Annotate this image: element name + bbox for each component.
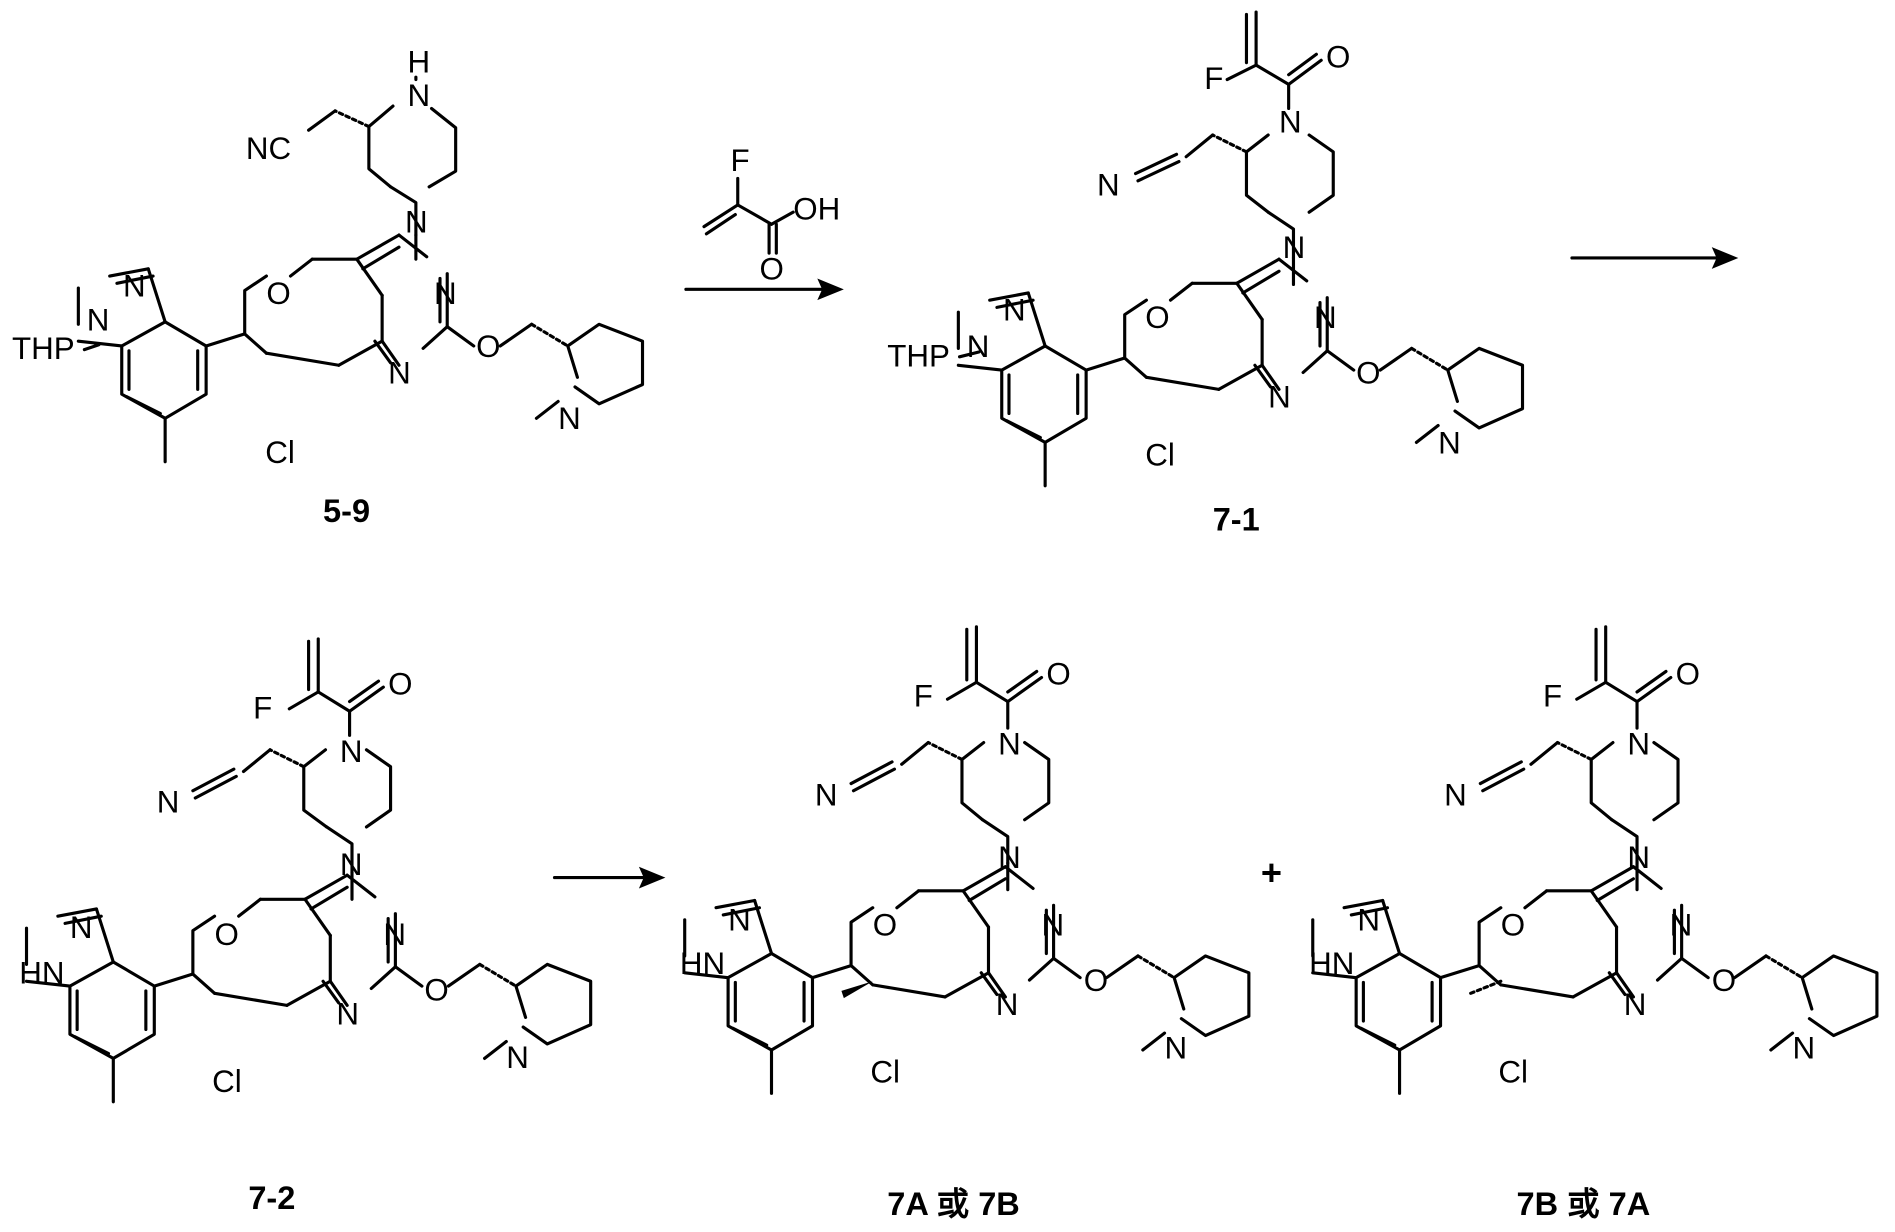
pyrrolidine-n-label: N: [1164, 1030, 1187, 1065]
chloro-label: Cl: [212, 1064, 242, 1099]
pyrimidine-n1-label: N: [434, 276, 457, 311]
compound-7b-or-7a: N F O N N O N N O N Cl N HN 7B 或 7A: [1309, 627, 1877, 1222]
piperazine-n-label: N: [405, 205, 428, 240]
nitrile-label: NC: [246, 131, 291, 166]
piperazine-n-label: N: [1627, 840, 1650, 875]
reagent-2-fluoroacrylic-acid: F OH O: [704, 143, 840, 286]
pyran-o-label: O: [215, 917, 239, 952]
amide-n-label: N: [998, 727, 1021, 762]
fluoro-label: F: [1543, 678, 1562, 713]
indazole-n2-label: N: [1003, 293, 1026, 328]
indazole-n2-label: N: [70, 910, 93, 945]
ether-o-label: O: [476, 329, 500, 364]
indazole-n2-label: N: [123, 269, 146, 304]
nh-n-label: N: [407, 78, 430, 113]
nitrile-n-label: N: [157, 784, 180, 819]
indazole-n1-label: N: [967, 329, 990, 364]
pyrimidine-n1-label: N: [1314, 300, 1337, 335]
reagent-o-label: O: [759, 252, 783, 287]
pyrimidine-n2-label: N: [1268, 379, 1291, 414]
pyrrolidine-n-label: N: [506, 1040, 529, 1075]
indazole-nh-label: HN: [1309, 946, 1354, 981]
ether-o-label: O: [1356, 355, 1380, 390]
nitrile-n-label: N: [815, 777, 838, 812]
piperazine-n-label: N: [340, 847, 363, 882]
indazole-nh-label: HN: [19, 956, 64, 991]
ether-o-label: O: [1712, 963, 1736, 998]
compound-label-5-9: 5-9: [323, 493, 370, 529]
pyrimidine-n2-label: N: [996, 987, 1019, 1022]
chloro-label: Cl: [870, 1055, 900, 1090]
compound-7-1: N F O N N O N N O N Cl N N THP 7-1: [887, 12, 1522, 537]
pyrrolidine-n-label: N: [1438, 425, 1461, 460]
chloro-label: Cl: [265, 435, 295, 470]
carbonyl-o-label: O: [388, 666, 412, 701]
compound-7a-or-7b: N F O N N O N N O N Cl N HN 7A 或 7B: [680, 627, 1249, 1222]
chloro-label: Cl: [1498, 1055, 1528, 1090]
indazole-n2-label: N: [728, 903, 751, 938]
reaction-arrow-3: [555, 867, 666, 889]
piperazine-n-label: N: [1283, 230, 1306, 265]
pyran-o-label: O: [266, 276, 290, 311]
fluoro-label: F: [253, 690, 272, 725]
pyrimidine-n2-label: N: [1624, 987, 1647, 1022]
ether-o-label: O: [1084, 963, 1108, 998]
amide-n-label: N: [1627, 727, 1650, 762]
pyran-o-label: O: [1145, 300, 1169, 335]
pyran-o-label: O: [873, 907, 897, 942]
reaction-arrow-2: [1572, 247, 1738, 269]
ether-o-label: O: [424, 973, 448, 1008]
thp-label: THP: [12, 331, 75, 366]
reagent-f-label: F: [731, 143, 750, 178]
nitrile-n-label: N: [1097, 167, 1120, 202]
carbonyl-o-label: O: [1326, 40, 1350, 75]
compound-label-7b-or-7a: 7B 或 7A: [1516, 1186, 1650, 1222]
nitrile-n-label: N: [1444, 777, 1467, 812]
pyrimidine-n2-label: N: [336, 997, 359, 1032]
compound-5-9: NC N H N O N N O N Cl N N THP 5-9: [12, 44, 642, 529]
indazole-n1-label: N: [87, 302, 110, 337]
pyran-o-label: O: [1501, 907, 1525, 942]
reagent-oh-label: OH: [793, 191, 840, 226]
indazole-n2-label: N: [1357, 903, 1380, 938]
pyrrolidine-n-label: N: [558, 401, 581, 436]
fluoro-label: F: [1204, 61, 1223, 96]
thp-label: THP: [887, 338, 950, 373]
compound-7-2: N F O N N O N N O N Cl N HN 7-2: [19, 639, 590, 1216]
pyrimidine-n1-label: N: [1670, 907, 1693, 942]
fluoro-label: F: [914, 678, 933, 713]
pyrimidine-n2-label: N: [388, 355, 411, 390]
piperazine-n-label: N: [998, 840, 1021, 875]
compound-label-7-2: 7-2: [248, 1180, 295, 1216]
pyrimidine-n1-label: N: [383, 917, 406, 952]
pyrrolidine-n-label: N: [1793, 1030, 1816, 1065]
compound-label-7a-or-7b: 7A 或 7B: [887, 1186, 1020, 1222]
indazole-nh-label: HN: [680, 946, 725, 981]
nh-h-label: H: [407, 44, 430, 79]
amide-n-label: N: [1279, 105, 1302, 140]
carbonyl-o-label: O: [1676, 657, 1700, 692]
compound-label-7-1: 7-1: [1213, 501, 1260, 537]
pyrimidine-n1-label: N: [1042, 907, 1065, 942]
plus-sign: +: [1261, 852, 1282, 893]
chloro-label: Cl: [1145, 437, 1175, 472]
amide-n-label: N: [340, 734, 363, 769]
carbonyl-o-label: O: [1046, 657, 1070, 692]
